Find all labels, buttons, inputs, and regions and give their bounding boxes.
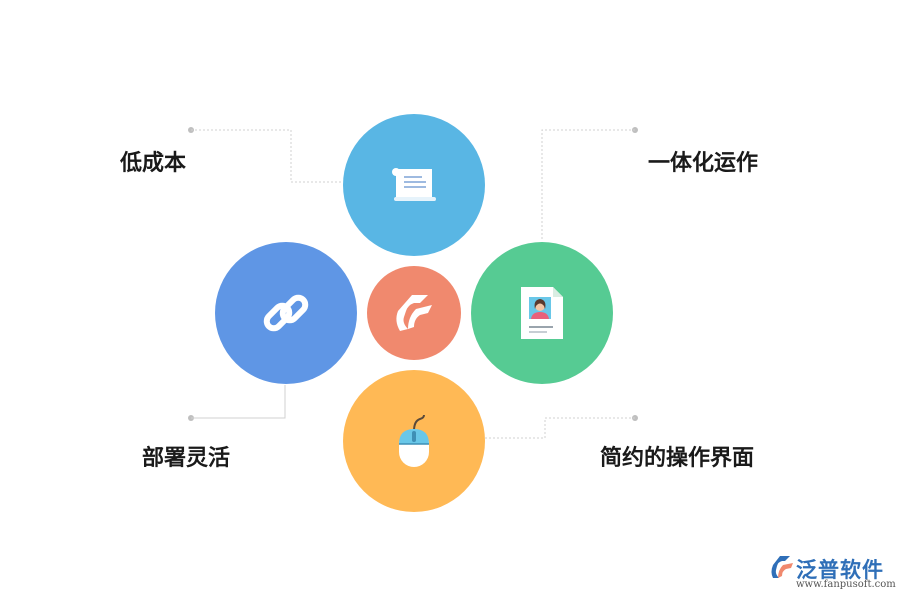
brand-watermark: 泛普软件 www.fanpusoft.com xyxy=(770,552,896,596)
feature-circle-low-cost xyxy=(343,114,485,256)
id-card-document-icon xyxy=(521,287,563,339)
chain-link-icon xyxy=(263,294,309,332)
center-logo-circle xyxy=(367,266,461,360)
fanpu-logo-icon xyxy=(396,295,432,331)
connector-integrated xyxy=(541,129,635,240)
connector-simple-ui xyxy=(484,417,635,439)
label-flexible: 部署灵活 xyxy=(142,446,231,471)
label-low-cost: 低成本 xyxy=(120,151,187,176)
brand-name: 泛普软件 xyxy=(796,558,884,582)
connector-flexible xyxy=(191,385,286,419)
feature-circle-integrated xyxy=(471,242,613,384)
feature-circle-simple-ui xyxy=(343,370,485,512)
brand-url: www.fanpusoft.com xyxy=(796,579,896,590)
scroll-icon xyxy=(392,168,436,201)
connector-low-cost xyxy=(191,129,343,183)
mouse-icon xyxy=(399,414,429,467)
label-integrated: 一体化运作 xyxy=(648,151,759,176)
label-simple-ui: 简约的操作界面 xyxy=(600,446,755,471)
fanpu-brand-logo-icon xyxy=(771,556,793,578)
feature-circle-flexible xyxy=(215,242,357,384)
